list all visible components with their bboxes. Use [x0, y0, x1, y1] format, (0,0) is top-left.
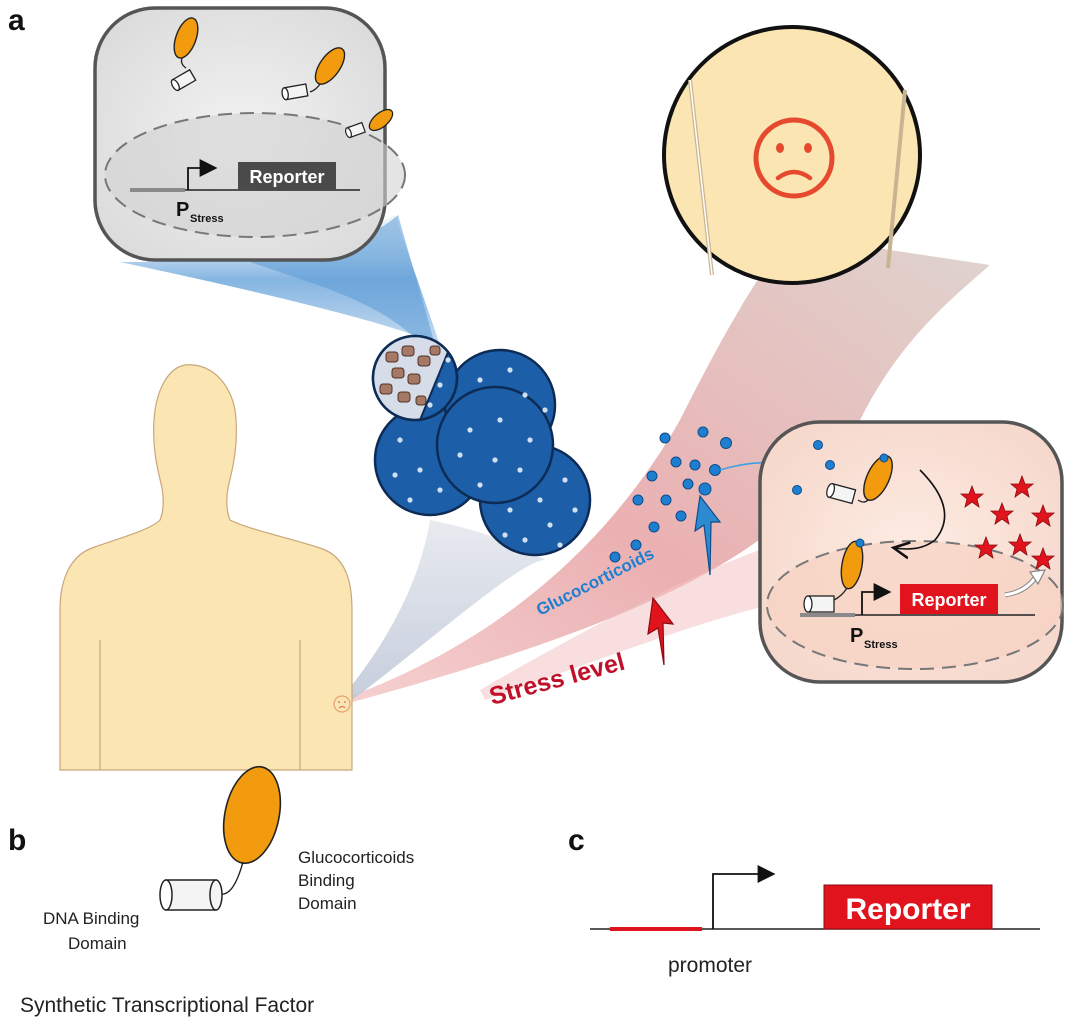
transcription-factor-icon: [170, 17, 199, 92]
reporter-protein-stars: [959, 474, 1056, 570]
transcription-factor-icon: [826, 453, 893, 505]
human-silhouette: [59, 364, 353, 771]
dbd-label-line1: DNA Binding: [43, 909, 139, 928]
transcription-factor-bound-icon: [803, 538, 865, 613]
panel-label-c: c: [568, 824, 585, 857]
magnification-beam-skin: [340, 235, 990, 704]
sad-face-icon: [753, 117, 835, 199]
cell-inactive: Reporter P Stress: [93, 6, 406, 262]
panel-b-title: Synthetic Transcriptional Factor: [20, 994, 314, 1017]
reporter-label-inactive: Reporter: [249, 167, 324, 187]
gbd-label-line3: Domain: [298, 894, 357, 913]
skin-patch-icon: [333, 695, 351, 713]
promoter-label-active: P: [850, 625, 863, 647]
glucocorticoid-molecules: [609, 426, 732, 563]
gbd-label-line2: Binding: [298, 871, 355, 890]
panel-c-reporter-label: Reporter: [845, 893, 970, 926]
svg-text:Stress: Stress: [190, 213, 224, 225]
promoter-label: promoter: [668, 954, 752, 977]
transcription-factor-icon: [281, 47, 346, 101]
magnification-beam-implant: [340, 520, 545, 703]
panel-label-b: b: [8, 824, 26, 857]
panel-label-a: a: [8, 4, 25, 37]
increase-arrow-blue: [694, 494, 722, 576]
microencapsulated-cell-beads: [371, 334, 592, 557]
promoter-label-inactive: P: [176, 199, 189, 221]
gbd-label-line1: Glucocorticoids: [298, 848, 414, 867]
skin-closeup: [662, 25, 922, 285]
synthetic-tf-diagram: [159, 765, 282, 911]
cell-active: Reporter P Stress: [758, 420, 1064, 684]
dbd-label-line2: Domain: [68, 934, 127, 953]
transcription-factor-icon: [344, 108, 394, 139]
svg-text:Stress: Stress: [864, 639, 898, 651]
reporter-label-active: Reporter: [911, 590, 986, 610]
reporter-construct-diagram: [590, 865, 1040, 931]
increase-arrow-red: [647, 596, 675, 666]
